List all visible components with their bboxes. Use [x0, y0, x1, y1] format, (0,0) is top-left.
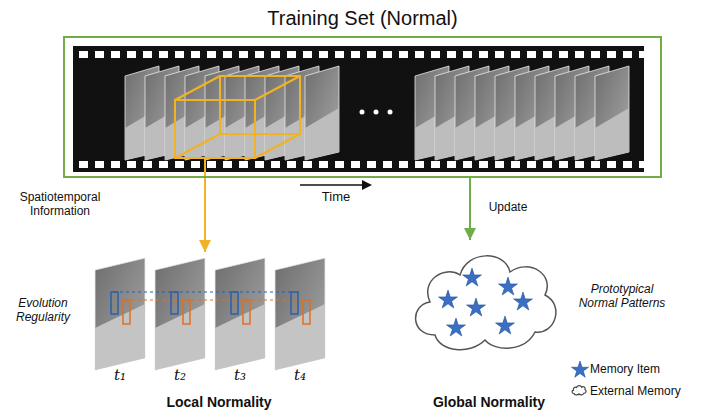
- group-title: Local Normality: [90, 394, 348, 411]
- time-step-label: t₄: [285, 366, 315, 384]
- training-set-border: [63, 36, 662, 178]
- memory-item-star: [514, 292, 533, 310]
- prototype-label: Prototypical Normal Patterns: [572, 282, 672, 311]
- local-normality-group: Local Normality: [90, 252, 348, 413]
- ellipsis-dots: [360, 110, 393, 115]
- memory-item-star: [463, 268, 482, 286]
- time-step-label: t₃: [225, 366, 255, 384]
- external-memory-cloud: Global Normality: [405, 240, 573, 413]
- flow-arrow: [204, 178, 206, 252]
- memory-item-star: [447, 318, 466, 336]
- group-title: Global Normality: [405, 394, 573, 411]
- time-label: Time: [308, 189, 364, 205]
- film-strip: [73, 46, 644, 172]
- legend-text: External Memory: [590, 384, 681, 398]
- flow-arrow: [469, 178, 471, 240]
- training-set-box: Training Set (Normal): [63, 2, 662, 178]
- external-memory-icon: [572, 386, 586, 395]
- cloud-outline: [405, 240, 565, 360]
- legend-text: Memory Item: [590, 362, 660, 376]
- time-step-label: t₂: [165, 366, 195, 384]
- edge-label: Update: [478, 200, 538, 214]
- box-heading: Training Set (Normal): [63, 6, 662, 30]
- memory-item-star: [499, 277, 518, 295]
- tracked-objects: [111, 292, 310, 324]
- local-frames: [95, 258, 325, 370]
- spatiotemporal-cuboid: [175, 76, 300, 178]
- time-step-label: t₁: [105, 366, 135, 384]
- memory-item-star: [496, 316, 515, 334]
- memory-item-star: [439, 290, 458, 308]
- edge-label: Spatiotemporal Information: [5, 190, 115, 219]
- memory-item-icon: [571, 361, 588, 377]
- legend-icons: [571, 361, 588, 377]
- sprocket-holes: [73, 46, 644, 172]
- time-arrow: [300, 180, 372, 190]
- video-frames: [125, 66, 629, 160]
- cloud-shape: [416, 256, 556, 350]
- memory-item-star: [467, 298, 486, 316]
- evolution-label: Evolution Regularity: [2, 296, 84, 325]
